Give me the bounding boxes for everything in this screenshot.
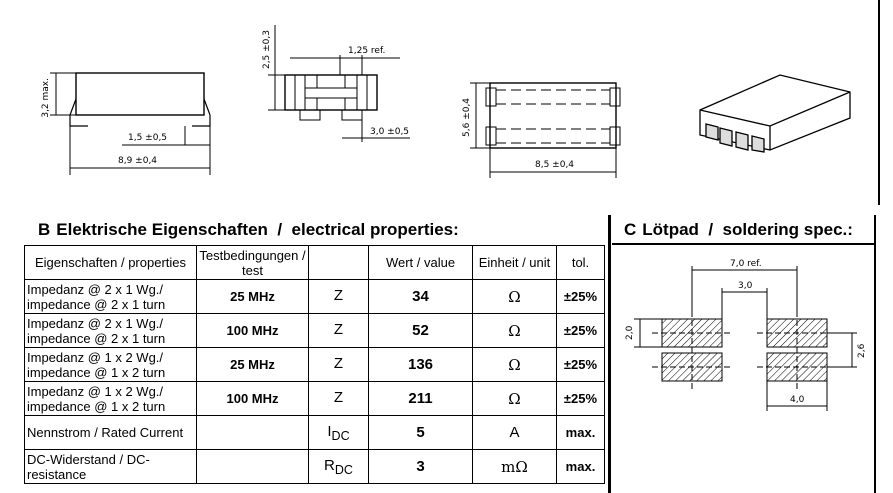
technical-drawings: 1,5 ±0,5 8,9 ±0,4 3,2 max. 2,5 ±0,3 1,25…	[41, 25, 851, 178]
symbol-cell: IDC	[308, 415, 369, 450]
unit-cell: Ω	[472, 347, 557, 382]
header-value: Wert / value	[368, 245, 473, 280]
section-b-heading: B Elektrische Eigenschaften / electrical …	[38, 220, 459, 240]
value-cell: 3	[368, 449, 473, 484]
isometric-view-drawing	[699, 74, 851, 153]
side-length-dim: 8,9 ±0,4	[118, 156, 157, 166]
test-cell	[196, 449, 309, 484]
section-divider	[608, 215, 611, 493]
param-cell: Impedanz @ 2 x 1 Wg./ impedance @ 2 x 1 …	[24, 279, 197, 314]
side-pad-dim: 1,5 ±0,5	[128, 133, 167, 143]
param-cell: Impedanz @ 2 x 1 Wg./ impedance @ 2 x 1 …	[24, 313, 197, 348]
table-row: Impedanz @ 1 x 2 Wg./ impedance @ 1 x 2 …	[24, 347, 605, 382]
test-cell: 25 MHz	[196, 347, 309, 382]
value-cell: 52	[368, 313, 473, 348]
symbol-text: I	[327, 422, 332, 440]
header-unit: Einheit / unit	[472, 245, 557, 280]
top-length-dim: 8,5 ±0,4	[535, 160, 574, 170]
symbol-text: Z	[333, 286, 344, 304]
header-tol: tol.	[556, 245, 605, 280]
value-cell: 211	[368, 381, 473, 416]
symbol-cell: Z	[308, 313, 369, 348]
header-test: Testbedingungen / test	[196, 245, 309, 280]
tol-cell: ±25%	[556, 279, 605, 314]
section-b-letter: B	[38, 220, 51, 239]
front-view-drawing	[268, 25, 410, 142]
test-cell: 100 MHz	[196, 381, 309, 416]
header-properties: Eigenschaften / properties	[24, 245, 197, 280]
frame-top-right-line	[878, 0, 880, 205]
tol-cell: max.	[556, 415, 605, 450]
unit-cell: mΩ	[472, 449, 557, 484]
section-c-letter: C	[624, 220, 637, 239]
header-symbol	[308, 245, 369, 280]
test-cell: 100 MHz	[196, 313, 309, 348]
symbol-sub: DC	[334, 462, 353, 477]
section-c-heading: C Lötpad / soldering spec.:	[624, 220, 853, 240]
test-cell: 25 MHz	[196, 279, 309, 314]
section-b-title: Elektrische Eigenschaften / electrical p…	[56, 220, 459, 239]
front-ref-dim: 1,25 ref.	[348, 46, 385, 56]
tol-cell: ±25%	[556, 347, 605, 382]
electrical-properties-table: Eigenschaften / properties Testbedingung…	[24, 245, 605, 484]
unit-cell: Ω	[472, 279, 557, 314]
front-width-dim: 3,0 ±0,5	[370, 127, 409, 137]
param-cell: DC-Widerstand / DC-resistance	[24, 449, 197, 484]
symbol-text: Z	[333, 320, 344, 338]
table-row: Impedanz @ 1 x 2 Wg./ impedance @ 1 x 2 …	[24, 381, 605, 416]
pad-height-dim: 2,0	[625, 325, 635, 340]
section-c-title: Lötpad / soldering spec.:	[642, 220, 853, 239]
top-view-drawing	[470, 82, 621, 178]
table-row: DC-Widerstand / DC-resistance RDC 3 mΩ m…	[24, 449, 605, 484]
side-view-drawing	[50, 72, 211, 175]
param-cell: Impedanz @ 1 x 2 Wg./ impedance @ 1 x 2 …	[24, 381, 197, 416]
table-header-row: Eigenschaften / properties Testbedingung…	[24, 245, 605, 280]
top-width-dim: 5,6 ±0,4	[462, 98, 472, 137]
value-cell: 136	[368, 347, 473, 382]
symbol-sub: DC	[331, 428, 350, 443]
soldering-pad-drawing: 7,0 ref. 3,0 2,0 2,6 4,0	[625, 259, 867, 411]
symbol-text: R	[324, 456, 335, 474]
frame-bottom-right-line	[874, 215, 876, 493]
test-cell	[196, 415, 309, 450]
symbol-cell: Z	[308, 347, 369, 382]
value-cell: 5	[368, 415, 473, 450]
value-cell: 34	[368, 279, 473, 314]
unit-cell: Ω	[472, 381, 557, 416]
table-row: Nennstrom / Rated Current IDC 5 A max.	[24, 415, 605, 450]
param-cell: Impedanz @ 1 x 2 Wg./ impedance @ 1 x 2 …	[24, 347, 197, 382]
unit-cell: Ω	[472, 313, 557, 348]
symbol-cell: Z	[308, 381, 369, 416]
symbol-cell: Z	[308, 279, 369, 314]
unit-cell: A	[472, 415, 557, 450]
symbol-cell: RDC	[308, 449, 369, 484]
pad-total-height-dim: 2,6	[857, 343, 867, 358]
tol-cell: ±25%	[556, 313, 605, 348]
symbol-text: Z	[333, 354, 344, 372]
pad-span-dim: 4,0	[790, 395, 805, 405]
section-c-underline	[612, 243, 874, 245]
pad-inner-dim: 3,0	[738, 281, 753, 291]
tol-cell: max.	[556, 449, 605, 484]
symbol-text: Z	[333, 388, 344, 406]
param-cell: Nennstrom / Rated Current	[24, 415, 197, 450]
tol-cell: ±25%	[556, 381, 605, 416]
table-row: Impedanz @ 2 x 1 Wg./ impedance @ 2 x 1 …	[24, 279, 605, 314]
pad-outer-dim: 7,0 ref.	[730, 259, 762, 269]
front-height-dim: 2,5 ±0,3	[262, 30, 272, 69]
side-height-dim: 3,2 max.	[41, 78, 51, 118]
table-row: Impedanz @ 2 x 1 Wg./ impedance @ 2 x 1 …	[24, 313, 605, 348]
